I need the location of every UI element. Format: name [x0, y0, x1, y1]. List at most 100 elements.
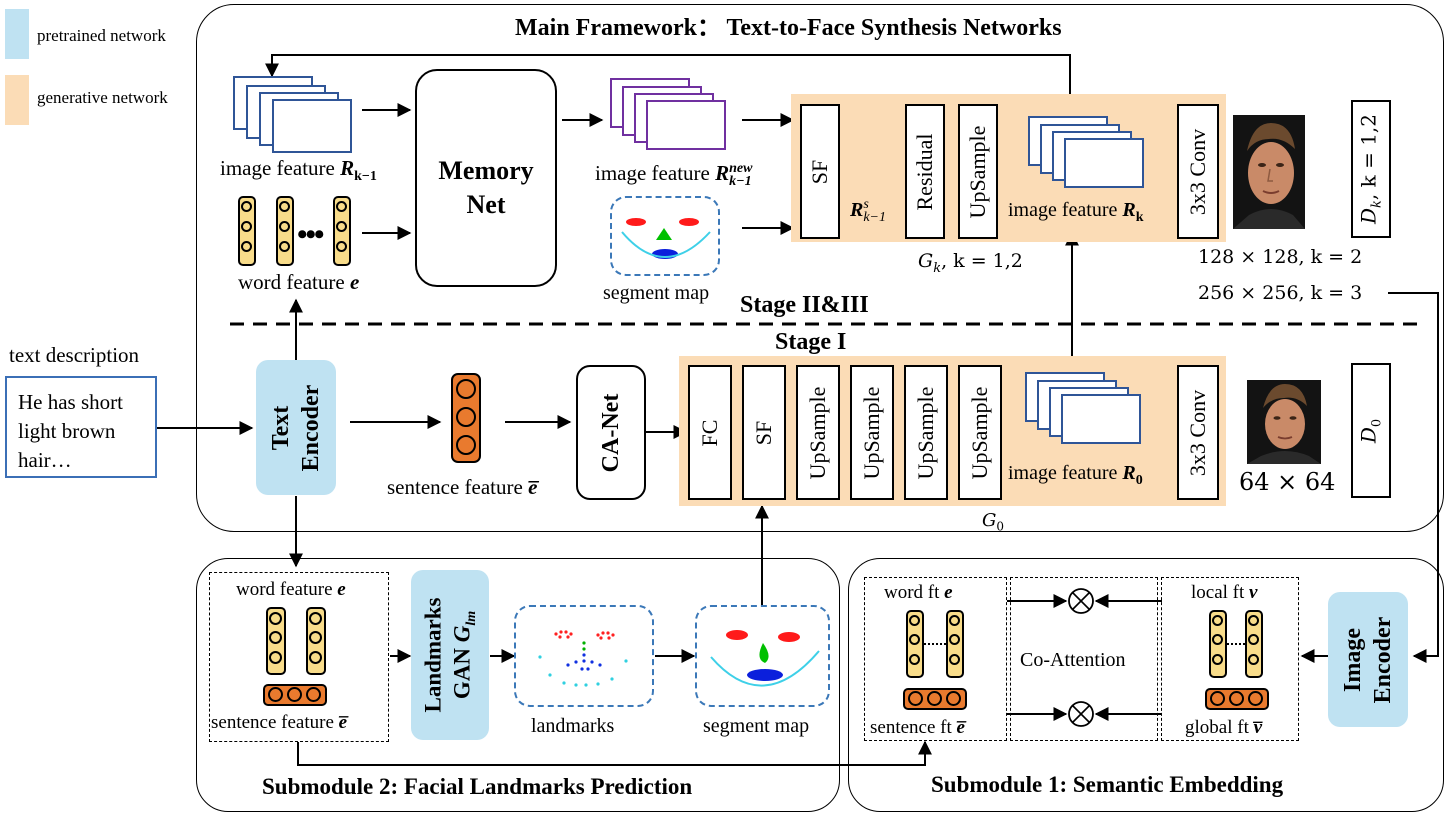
feature-cell — [269, 612, 282, 625]
ca-net-block: CA-Net — [576, 365, 646, 500]
image-feature-prev-label: image feature Rk−1 — [220, 156, 377, 185]
feature-cell — [336, 201, 347, 212]
generator-k-block — [791, 94, 1226, 242]
sub2-feature-group — [209, 572, 389, 742]
discriminator-0-block: D0 — [1351, 363, 1391, 498]
feature-cell — [268, 687, 283, 702]
feature-cell — [927, 691, 942, 706]
feature-cell — [309, 631, 322, 645]
feature-cell — [1248, 634, 1259, 646]
feature-cell — [269, 650, 282, 664]
feature-cell — [241, 241, 252, 252]
ellipsis-icon: ••• — [297, 218, 324, 251]
upsample-block-2: UpSample — [850, 365, 894, 500]
feature-cell — [908, 691, 923, 706]
feature-cell — [1248, 615, 1259, 626]
sf-block: SF — [800, 104, 840, 239]
memory-net-block: Memory Net — [415, 69, 557, 287]
sub1-image-feature-group — [1161, 577, 1299, 741]
landmarks-box — [514, 605, 654, 707]
sub1-global-ft-label: global ft v̅ — [1185, 717, 1263, 738]
feature-cell — [336, 221, 347, 232]
sub2-sentence-row — [263, 684, 327, 706]
submodule-1-panel — [848, 558, 1444, 812]
residual-block: Residual — [905, 104, 945, 239]
arrow-sentence-sub1 — [297, 740, 932, 766]
sub1-local-ft-label: local ft v — [1191, 582, 1258, 603]
feature-cell — [909, 634, 920, 646]
sub2-title: Submodule 2: Facial Landmarks Prediction — [262, 774, 693, 799]
feature-cell — [1248, 653, 1259, 665]
sub2-sentence-feature-label: sentence feature e̅ — [211, 712, 348, 733]
generated-face-64 — [1247, 380, 1321, 464]
feature-cell — [309, 650, 322, 664]
main-framework-panel — [196, 4, 1444, 532]
main-title: Main Framework： Text-to-Face Synthesis N… — [515, 15, 1062, 41]
legend-pretrained-swatch — [5, 9, 29, 59]
feature-cell — [279, 201, 290, 212]
arrow-image-encoder — [1388, 292, 1439, 663]
discriminator-k-block: Dk, k = 1,2 — [1351, 100, 1391, 238]
multiply-icon — [1068, 701, 1094, 727]
sub1-sentence-row — [903, 688, 967, 710]
co-attention-group — [1010, 577, 1158, 741]
feature-cell — [287, 687, 302, 702]
feature-cell — [1248, 691, 1263, 706]
feature-cell — [909, 653, 920, 665]
landmarks-label: landmarks — [531, 715, 615, 737]
text-description-box: He has short light brown hair… — [5, 376, 157, 478]
feature-cell — [909, 615, 920, 626]
feature-cell — [279, 241, 290, 252]
landmark-points-icon — [538, 630, 628, 687]
feature-cell — [949, 653, 960, 665]
feature-cell — [946, 691, 961, 706]
feature-cell — [269, 631, 282, 645]
stage-2-3-label: Stage II&III — [740, 292, 869, 318]
sub1-word-ft-label: word ft e — [884, 582, 953, 603]
text-description-label: text description — [9, 343, 140, 367]
feature-cell — [1229, 691, 1244, 706]
resolution-256-label: 256 × 256, k = 3 — [1198, 282, 1363, 304]
conv-block-k: 3x3 Conv — [1177, 104, 1219, 239]
resolution-128-label: 128 × 128, k = 2 — [1198, 246, 1363, 268]
feature-cell — [1212, 615, 1223, 626]
image-feature-k-label: image feature Rk — [1008, 199, 1144, 225]
memory-net-label-1: Memory — [438, 156, 534, 185]
gk-label: Gk, k = 1,2 — [918, 250, 1023, 276]
segment-map-label: segment map — [603, 282, 710, 304]
sub1-text-feature-group — [864, 577, 1007, 741]
sub2-word-feature-label: word feature e — [236, 579, 346, 600]
feedback-arrow — [265, 54, 1071, 116]
sentence-feature-label: sentence feature e̅ — [387, 475, 538, 499]
feature-cell — [1210, 691, 1225, 706]
resolution-64-label: 64 × 64 — [1239, 468, 1336, 496]
legend-pretrained-label: pretrained network — [37, 26, 166, 45]
face-segment-icon — [710, 630, 820, 687]
upsample-block: UpSample — [958, 104, 998, 239]
feature-cell — [1212, 653, 1223, 665]
feature-cell — [949, 634, 960, 646]
multiply-icon — [1068, 588, 1094, 614]
sub2-segment-map-box — [695, 605, 830, 707]
upsample-block-3: UpSample — [904, 365, 948, 500]
sub1-global-row — [1205, 688, 1269, 710]
stage-1-label: Stage I — [775, 329, 847, 355]
feature-cell — [949, 615, 960, 626]
sentence-feature-column — [451, 373, 481, 463]
fc-block: FC — [688, 365, 732, 500]
segment-map-box — [610, 196, 720, 276]
upsample-block-1: UpSample — [796, 365, 840, 500]
legend-generative-label: generative network — [37, 88, 168, 107]
feature-cell — [1212, 634, 1223, 646]
sub1-title: Submodule 1: Semantic Embedding — [931, 772, 1284, 797]
feature-cell — [336, 241, 347, 252]
legend-generative-swatch — [5, 75, 29, 125]
word-feature-label: word feature e — [238, 270, 360, 294]
submodule-2-panel — [196, 558, 840, 812]
